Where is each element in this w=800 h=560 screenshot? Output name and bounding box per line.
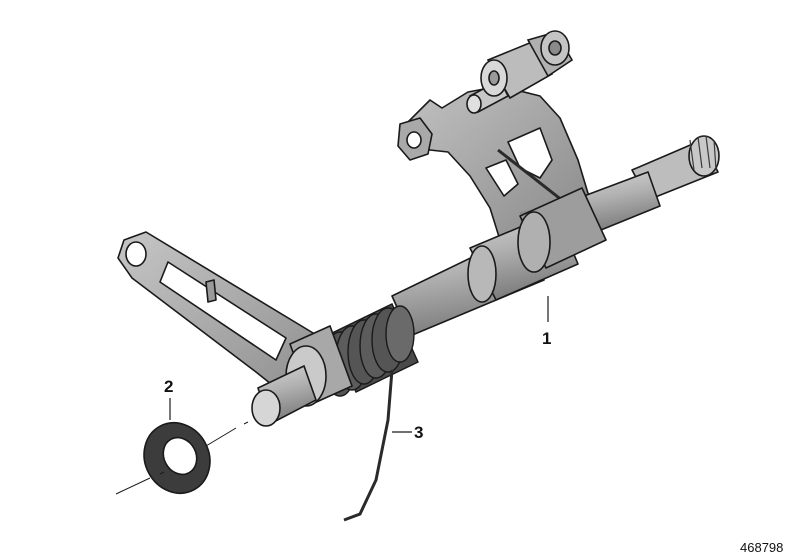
callout-1-label: 1 <box>542 329 551 348</box>
shift-lever <box>117 231 327 397</box>
callout-3-label: 3 <box>414 423 423 442</box>
diagram-reference-number: 468798 <box>740 540 783 555</box>
shaft-front-end <box>251 324 354 427</box>
assembly-axis-line <box>115 421 249 495</box>
shift-shaft <box>391 135 720 337</box>
selector-pin <box>466 30 574 114</box>
washer <box>143 422 211 494</box>
callout-2-label: 2 <box>164 377 173 396</box>
